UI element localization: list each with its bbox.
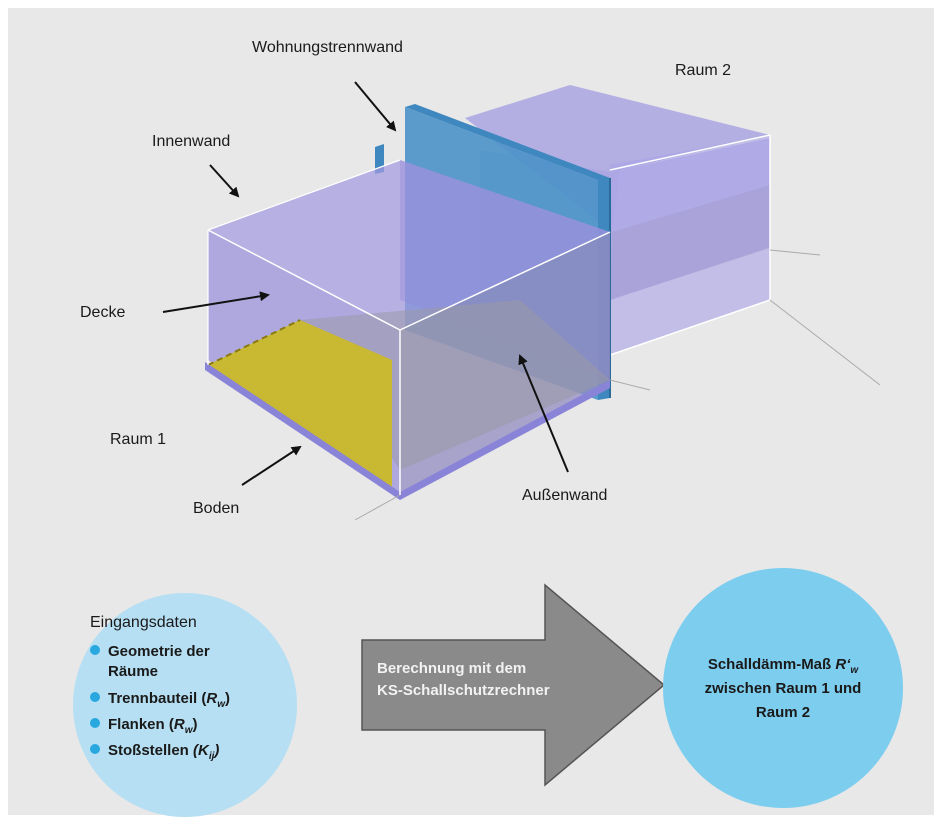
input-data-group: Eingangsdaten Geometrie der Räume Trennb… (73, 593, 297, 817)
process-arrow-group: Berechnung mit dem KS-Schallschutzrechne… (361, 583, 666, 787)
label-boden: Boden (193, 500, 239, 517)
input-item-flanken: Flanken (Rw) (108, 716, 197, 736)
input-item-geometry-line2: Räume (108, 663, 158, 680)
bullet-icon (90, 744, 100, 754)
process-arrow (361, 583, 666, 787)
arrow-boden (241, 445, 302, 486)
input-item-stossstellen: Stoßstellen (Kij) (108, 742, 219, 762)
arrow-aussenwand (518, 354, 569, 473)
arrow-innenwand (209, 164, 240, 198)
label-raum-2: Raum 2 (675, 62, 731, 79)
label-aussenwand: Außenwand (522, 487, 607, 504)
process-text-line1: Berechnung mit dem (377, 660, 526, 677)
bullet-icon (90, 645, 100, 655)
room-1-box (205, 159, 651, 521)
label-wohnungstrennwand: Wohnungstrennwand (252, 39, 403, 56)
result-title: Schalldämm-Maß R‘w (708, 656, 860, 676)
label-innenwand: Innenwand (152, 133, 230, 150)
bullet-icon (90, 692, 100, 702)
result-group: Schalldämm-Maß R‘w zwischen Raum 1 und R… (663, 568, 903, 808)
input-item-trennbauteil: Trennbauteil (Rw) (108, 690, 230, 710)
arrow-decke (162, 291, 270, 313)
arrow-wohnungstrennwand (354, 81, 397, 132)
label-raum-1: Raum 1 (110, 431, 166, 448)
result-line2: zwischen Raum 1 und (705, 680, 862, 697)
input-data-circle (73, 593, 297, 817)
result-line3: Raum 2 (756, 704, 810, 721)
bullet-icon (90, 718, 100, 728)
input-data-title: Eingangsdaten (90, 614, 197, 631)
label-decke: Decke (80, 304, 125, 321)
floor-surface (208, 320, 392, 490)
input-item-geometry-line1: Geometrie der (108, 643, 210, 660)
result-circle (663, 568, 903, 808)
process-text-line2: KS-Schallschutzrechner (377, 682, 550, 699)
